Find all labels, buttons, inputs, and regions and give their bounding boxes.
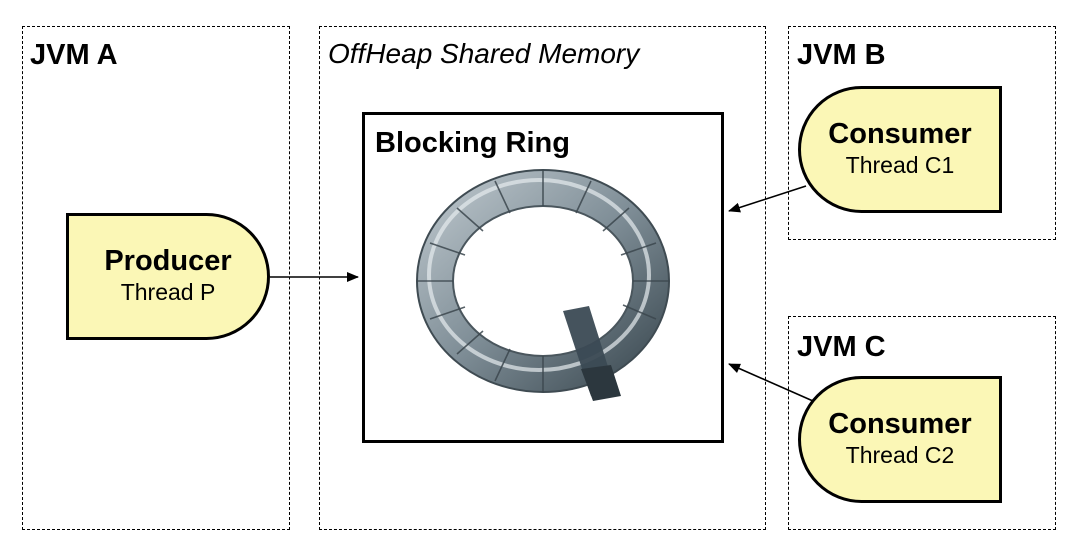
arrow-consumer-c1-to-ring — [728, 185, 807, 213]
consumer-c1-subtitle: Thread C1 — [845, 152, 955, 179]
group-shared-memory — [319, 26, 766, 530]
group-jvm-c — [788, 316, 1056, 530]
consumer-c2-node: Consumer Thread C2 — [798, 376, 1002, 503]
blocking-ring-label: Blocking Ring — [375, 127, 570, 159]
group-jvm-a-label: JVM A — [30, 39, 118, 71]
consumer-c2-subtitle: Thread C2 — [845, 442, 955, 469]
producer-title: Producer — [104, 245, 232, 278]
consumer-c2-title: Consumer — [828, 408, 972, 441]
consumer-c1-title: Consumer — [828, 118, 972, 151]
consumer-c1-node: Consumer Thread C1 — [798, 86, 1002, 213]
group-shared-memory-label: OffHeap Shared Memory — [328, 38, 640, 69]
group-jvm-c-label: JVM C — [797, 331, 886, 363]
producer-node: Producer Thread P — [66, 213, 270, 340]
group-jvm-b — [788, 26, 1056, 240]
producer-subtitle: Thread P — [120, 279, 216, 306]
group-jvm-a — [22, 26, 290, 530]
arrow-consumer-c2-to-ring — [728, 363, 814, 402]
group-jvm-b-label: JVM B — [797, 39, 886, 71]
